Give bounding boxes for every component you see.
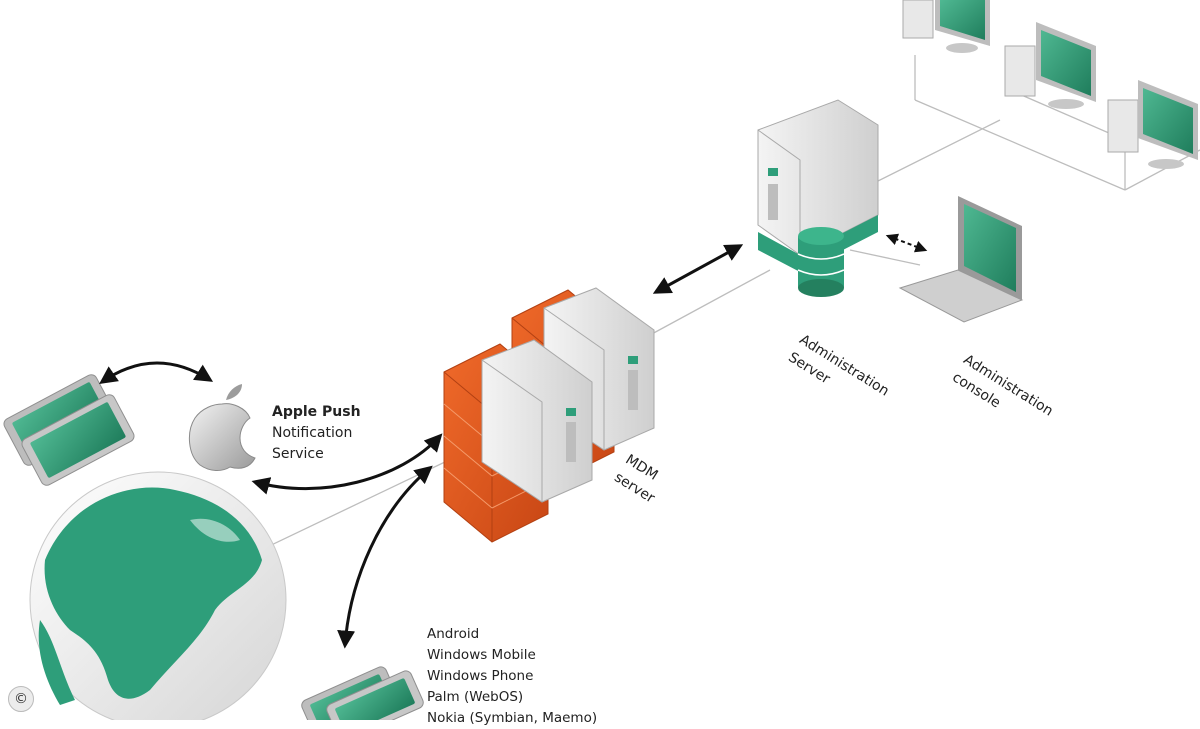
apns-title: Apple Push (272, 404, 361, 420)
firewall-devices-arrow (337, 465, 433, 649)
server-icon (757, 99, 879, 272)
platform-item: Android (427, 626, 480, 642)
platform-item: Windows Phone (427, 668, 534, 684)
apns-line-3: Service (272, 446, 324, 462)
copyright-badge: © (8, 686, 34, 712)
server-icon (481, 339, 593, 503)
platform-list: Android Windows Mobile Windows Phone Pal… (427, 624, 597, 729)
platform-item: Nokia (Symbian, Maemo) (427, 710, 598, 726)
desktop-computer-icon (902, 0, 990, 53)
platform-item: Windows Mobile (427, 647, 536, 663)
laptop-icon (898, 196, 1024, 323)
desktop-computer-icon (1107, 80, 1198, 169)
tablet-apns-arrow (99, 361, 214, 385)
platform-item: Palm (WebOS) (427, 689, 524, 705)
server-console-arrow (885, 233, 928, 253)
tablet-icon (3, 374, 135, 486)
mdm-admin-server-arrow (652, 244, 744, 294)
desktop-computer-icon (1004, 22, 1096, 109)
database-icon (797, 227, 845, 297)
globe-icon (29, 471, 287, 720)
connection-arrows (99, 233, 928, 649)
smartphone-icon (301, 666, 424, 720)
apple-logo-icon (188, 384, 256, 471)
network-lines (239, 55, 1200, 561)
apns-line-2: Notification (272, 425, 353, 441)
apns-label: Apple Push Notification Service (272, 402, 361, 465)
